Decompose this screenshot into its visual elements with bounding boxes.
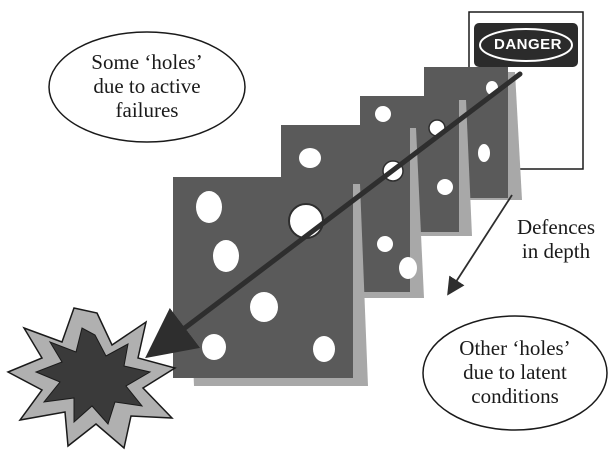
slice-1-hole [196,191,222,223]
danger-sign-label: DANGER [482,36,574,53]
latent-conditions-line-1: Other ‘holes’ [430,336,600,360]
active-failures-line-3: failures [62,98,232,122]
active-failures-line-1: Some ‘holes’ [62,50,232,74]
slice-3-hole [375,106,391,122]
slice-4-hole [478,144,490,162]
slice-2-hole [299,148,321,168]
defences-line-2: in depth [500,239,612,263]
slice-2-hole [377,236,393,252]
active-failures-label: Some ‘holes’ due to active failures [62,50,232,122]
slice-1-hole [213,240,239,272]
defences-line-1: Defences [500,215,612,239]
slice-3-hole [437,179,453,195]
latent-conditions-label: Other ‘holes’ due to latent conditions [430,336,600,408]
latent-conditions-line-3: conditions [430,384,600,408]
slice-1-hole [289,204,323,238]
slice-1-hole [313,336,335,362]
defences-in-depth-label: Defences in depth [500,215,612,263]
latent-conditions-line-2: due to latent [430,360,600,384]
slice-2-hole [399,257,417,279]
active-failures-line-2: due to active [62,74,232,98]
slice-1-hole [202,334,226,360]
slice-1-hole [250,292,278,322]
